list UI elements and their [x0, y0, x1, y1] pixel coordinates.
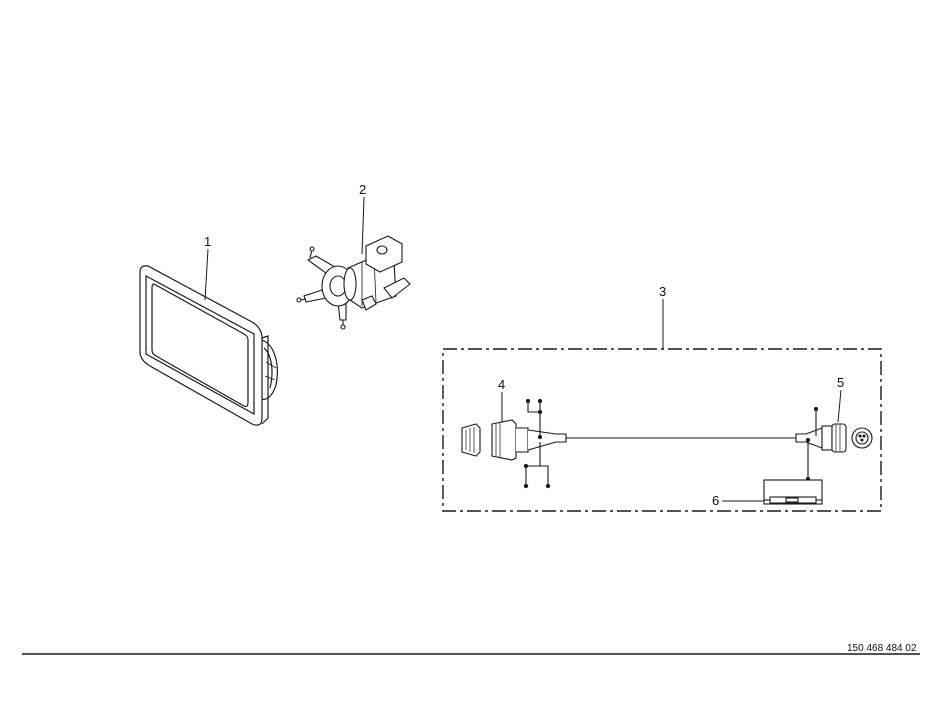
- leader-5: [837, 389, 842, 423]
- callout-3: 3: [659, 284, 666, 299]
- leader-1: [204, 248, 209, 301]
- mounting-bracket-icon: [296, 235, 411, 330]
- terminal-display-icon: [139, 265, 278, 426]
- cable-harness-kit-icon: [442, 348, 882, 512]
- fuse-holder-icon: [763, 479, 823, 505]
- callout-4: 4: [498, 377, 505, 392]
- round-connector-icon: [795, 406, 873, 482]
- callout-5: 5: [837, 375, 844, 390]
- callout-6: 6: [712, 493, 719, 508]
- callout-2: 2: [359, 182, 366, 197]
- leader-2: [361, 196, 365, 255]
- document-number: 150 468 484 02: [847, 643, 917, 654]
- callout-1: 1: [204, 234, 211, 249]
- connector-plug-icon: [461, 398, 567, 489]
